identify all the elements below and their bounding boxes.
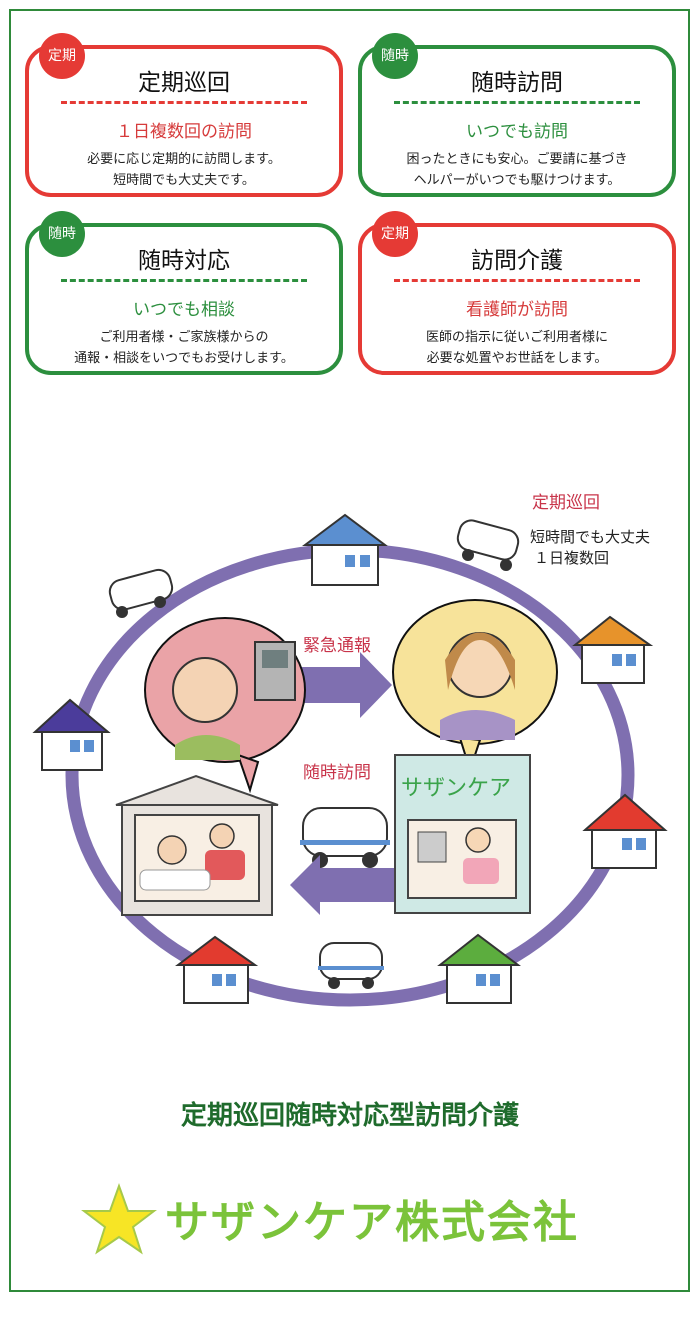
page-title: 定期巡回随時対応型訪問介護 — [180, 1101, 519, 1131]
card-desc-line: 医師の指示に従いご利用者様に — [425, 330, 608, 345]
card-title: 随時対応 — [138, 248, 230, 274]
emergency-label: 緊急通報 — [303, 636, 371, 656]
teiki-junkai-note: 短時間でも大丈夫 １日複数回 — [530, 527, 650, 569]
card-divider — [394, 279, 640, 282]
card-desc-line: 短時間でも大丈夫です。 — [113, 173, 255, 188]
visit-label: 随時訪問 — [303, 763, 371, 783]
card-subtitle: １日複数回の訪問 — [116, 122, 252, 142]
card-houmon-kaigo: 定期 訪問介護 看護師が訪問 医師の指示に従いご利用者様に 必要な処置やお世話を… — [358, 211, 676, 375]
operator-bubble — [392, 599, 558, 774]
emergency-arrow — [300, 652, 392, 718]
office-building — [394, 754, 531, 914]
house-icon — [32, 698, 111, 771]
visit-arrow — [290, 855, 398, 915]
card-description: ご利用者様・ご家族様からの 通報・相談をいつでもお受けします。 — [29, 327, 339, 369]
house-icon — [302, 513, 388, 586]
card-zuiji-houmon: 随時 随時訪問 いつでも訪問 困ったときにも安心。ご要請に基づき ヘルパーがいつ… — [358, 33, 676, 197]
car-icon — [108, 568, 174, 618]
card-subtitle: 看護師が訪問 — [466, 300, 568, 320]
card-description: 医師の指示に従いご利用者様に 必要な処置やお世話をします。 — [362, 327, 672, 369]
card-description: 必要に応じ定期的に訪問します。 短時間でも大丈夫です。 — [29, 149, 339, 191]
card-subtitle: いつでも訪問 — [466, 122, 568, 142]
card-divider — [61, 101, 307, 104]
teiki-junkai-label: 定期巡回 — [532, 493, 600, 513]
note-line: 短時間でも大丈夫 — [530, 528, 651, 546]
company-name: サザンケア株式会社 — [165, 1197, 579, 1248]
house-icon — [437, 933, 521, 1004]
service-diagram — [32, 513, 668, 1007]
card-subtitle: いつでも相談 — [133, 300, 235, 320]
card-description: 困ったときにも安心。ご要請に基づき ヘルパーがいつでも駆けつけます。 — [362, 149, 672, 191]
card-desc-line: ご利用者様・ご家族様からの — [99, 330, 269, 345]
card-desc-line: 必要に応じ定期的に訪問します。 — [87, 152, 281, 167]
card-zuiji-taiou: 随時 随時対応 いつでも相談 ご利用者様・ご家族様からの 通報・相談をいつでもお… — [25, 211, 343, 375]
page-frame — [9, 9, 690, 1292]
star-logo-icon — [81, 1183, 157, 1255]
card-badge: 随時 — [39, 211, 85, 257]
office-label: サザンケア — [401, 776, 512, 801]
elderly-bubble — [144, 617, 306, 794]
card-badge: 随時 — [372, 33, 418, 79]
car-icon — [318, 942, 384, 989]
card-desc-line: 必要な処置やお世話をします。 — [426, 351, 608, 366]
card-desc-line: 通報・相談をいつでもお受けします。 — [74, 351, 294, 366]
house-icon — [175, 935, 259, 1004]
house-icon — [572, 615, 654, 684]
card-title: 随時訪問 — [471, 70, 563, 96]
car-icon — [456, 519, 520, 571]
car-icon — [300, 807, 390, 868]
card-teiki-junkai: 定期 定期巡回 １日複数回の訪問 必要に応じ定期的に訪問します。 短時間でも大丈… — [25, 33, 343, 197]
card-title: 訪問介護 — [471, 248, 563, 274]
house-icon — [582, 793, 668, 869]
card-desc-line: ヘルパーがいつでも駆けつけます。 — [413, 173, 621, 188]
note-line: １日複数回 — [534, 549, 610, 567]
patient-home — [115, 774, 279, 916]
card-divider — [394, 101, 640, 104]
card-title: 定期巡回 — [138, 70, 230, 96]
card-desc-line: 困ったときにも安心。ご要請に基づき — [406, 152, 628, 167]
card-badge: 定期 — [372, 211, 418, 257]
card-divider — [61, 279, 307, 282]
card-badge: 定期 — [39, 33, 85, 79]
